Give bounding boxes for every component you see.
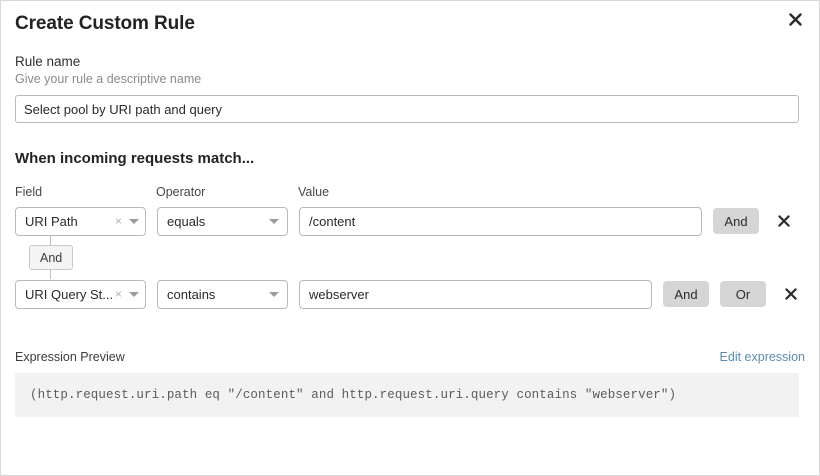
- edit-expression-link[interactable]: Edit expression: [719, 350, 805, 364]
- operator-select-row-2[interactable]: contains: [157, 279, 288, 309]
- expression-preview-box: (http.request.uri.path eq "/content" and…: [15, 373, 799, 417]
- chevron-down-icon-operator-row-2[interactable]: [269, 291, 279, 297]
- field-select-value-row-2: URI Query St...: [25, 286, 114, 302]
- field-select-value-row-1: URI Path: [25, 213, 78, 229]
- rule-name-section: Rule name Give your rule a descriptive n…: [15, 54, 805, 123]
- column-header-value: Value: [298, 185, 330, 199]
- clear-icon-row-1[interactable]: ×: [114, 214, 122, 228]
- operator-select-value-row-1: equals: [167, 213, 206, 229]
- and-button-row-1[interactable]: And: [713, 208, 759, 234]
- condition-column-headers: Field Operator Value: [15, 185, 805, 202]
- column-header-field: Field: [15, 185, 43, 199]
- close-icon[interactable]: [784, 8, 806, 30]
- operator-select-value-row-2: contains: [167, 286, 216, 302]
- chevron-down-icon-field-row-1[interactable]: [129, 218, 139, 224]
- table-row: URI Query St... × contains webserver And…: [15, 279, 805, 309]
- table-row: URI Path × equals /content And: [15, 206, 805, 236]
- value-input-value-row-2: webserver: [309, 286, 369, 302]
- delete-row-icon-row-1[interactable]: [775, 212, 793, 230]
- expression-preview-section: Expression Preview Edit expression (http…: [15, 350, 805, 417]
- rule-name-label: Rule name: [15, 54, 81, 69]
- expression-preview-header: Expression Preview Edit expression: [15, 350, 805, 364]
- expression-preview-label: Expression Preview: [15, 350, 125, 364]
- chevron-down-icon-operator-row-1[interactable]: [269, 218, 279, 224]
- rule-name-input-value: Select pool by URI path and query: [24, 101, 223, 117]
- row-connector-and-badge[interactable]: And: [29, 245, 74, 270]
- connector-line-bottom: [50, 270, 51, 279]
- clear-icon-row-2[interactable]: ×: [114, 287, 122, 301]
- operator-select-row-1[interactable]: equals: [157, 206, 288, 236]
- condition-rows: And URI Path × equals /content And: [15, 206, 805, 309]
- page-title: Create Custom Rule: [15, 13, 195, 34]
- field-select-row-2[interactable]: URI Query St... ×: [15, 279, 146, 309]
- delete-row-icon-row-2[interactable]: [782, 285, 800, 303]
- chevron-down-icon-field-row-2[interactable]: [129, 291, 139, 297]
- or-button-row-2[interactable]: Or: [720, 281, 766, 307]
- rule-name-input[interactable]: Select pool by URI path and query: [15, 95, 799, 123]
- column-header-operator: Operator: [156, 185, 206, 199]
- connector-line-top: [50, 235, 51, 245]
- value-input-row-2[interactable]: webserver: [299, 279, 652, 309]
- rule-name-hint: Give your rule a descriptive name: [15, 72, 202, 86]
- match-section-heading: When incoming requests match...: [15, 150, 255, 167]
- dialog-header: Create Custom Rule: [15, 1, 805, 47]
- value-input-row-1[interactable]: /content: [299, 206, 702, 236]
- value-input-value-row-1: /content: [309, 213, 356, 229]
- and-button-row-2[interactable]: And: [663, 281, 709, 307]
- field-select-row-1[interactable]: URI Path ×: [15, 206, 146, 236]
- expression-preview-text: (http.request.uri.path eq "/content" and…: [30, 388, 677, 402]
